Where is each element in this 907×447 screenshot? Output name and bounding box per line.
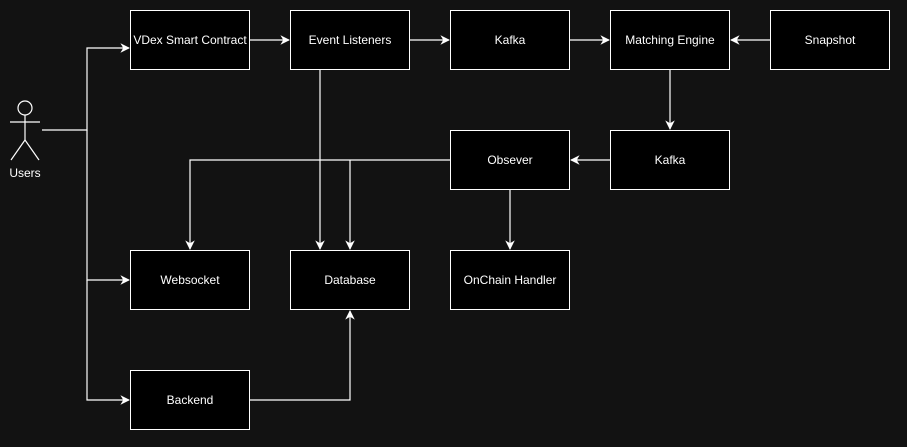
users-label: Users [9, 166, 41, 180]
edge-users-trunk [42, 43, 130, 131]
node-kafka-mid[interactable]: Kafka [610, 130, 730, 190]
edge-users-backend [86, 280, 130, 405]
node-observer[interactable]: Obsever [450, 130, 570, 190]
node-backend[interactable]: Backend [130, 370, 250, 430]
node-database[interactable]: Database [290, 250, 410, 310]
node-websocket[interactable]: Websocket [130, 250, 250, 310]
node-matching-engine[interactable]: Matching Engine [610, 10, 730, 70]
edge-backend-to-database [250, 310, 355, 401]
node-kafka-top[interactable]: Kafka [450, 10, 570, 70]
users-actor-icon [10, 100, 40, 161]
node-snapshot[interactable]: Snapshot [770, 10, 890, 70]
node-event-listeners[interactable]: Event Listeners [290, 10, 410, 70]
edge-users-websocket [86, 130, 130, 285]
node-vdex-smart-contract[interactable]: VDex Smart Contract [130, 10, 250, 70]
edge-observer-to-websocket [185, 159, 450, 250]
node-onchain-handler[interactable]: OnChain Handler [450, 250, 570, 310]
